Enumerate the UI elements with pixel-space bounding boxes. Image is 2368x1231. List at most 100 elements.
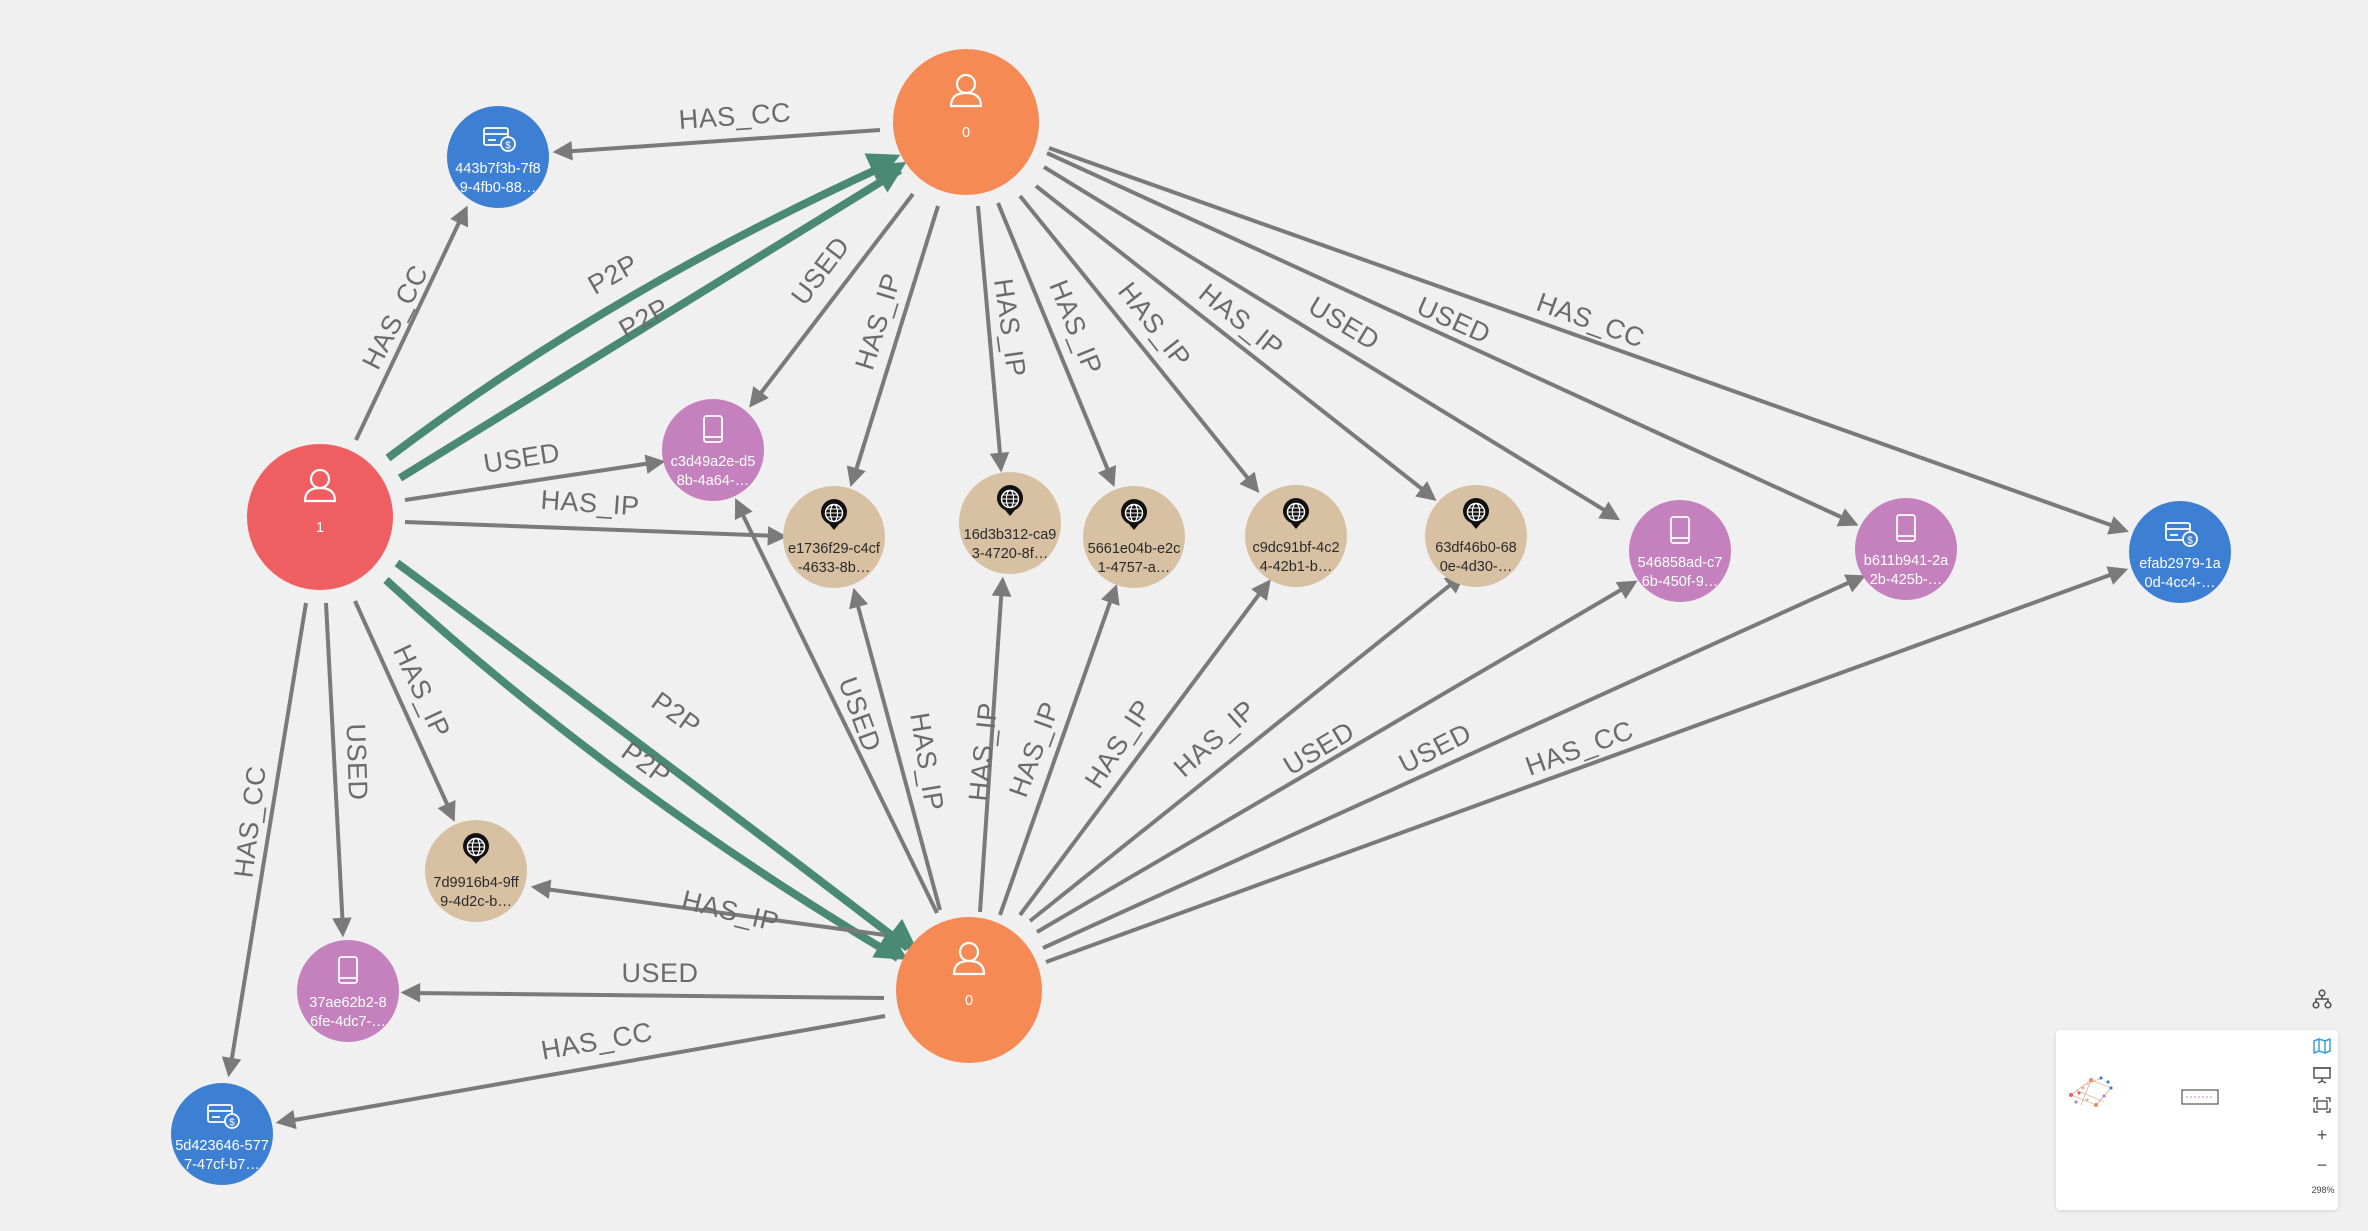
edge-line (397, 161, 907, 482)
node-ip[interactable]: 5661e04b-e2c1-4757-a… (1083, 486, 1185, 588)
edge-line (394, 559, 918, 952)
edge-line (849, 587, 942, 911)
edge-has-ip[interactable]: HAS_IP (846, 205, 940, 487)
node-person[interactable]: 0 (893, 49, 1039, 195)
node-label: 7d9916b4-9ff (433, 875, 519, 891)
edge-line (275, 1014, 886, 1130)
node-credit-card[interactable]: $ 443b7f3b-7f89-4fb0-88… (447, 106, 549, 208)
edge-line (1048, 146, 2129, 535)
node-label: 3-4720-8f… (972, 546, 1049, 562)
edge-label: USED (1278, 716, 1359, 781)
edge-line (846, 205, 940, 487)
edge-line (552, 128, 881, 161)
ip-globe-icon (997, 484, 1024, 516)
mobile-device-icon (703, 415, 723, 443)
zoom-out-button[interactable]: − (2316, 1154, 2328, 1175)
edge-line (1042, 165, 1621, 521)
edge-has-ip[interactable]: HAS_IP (404, 485, 788, 546)
mobile-device-icon (1896, 514, 1916, 542)
node-credit-card[interactable]: $ 5d423646-5777-47cf-b7… (171, 1083, 273, 1185)
edge-label: HAS_IP (963, 701, 1003, 803)
node-label: 6b-450f-9… (1642, 574, 1719, 590)
edge-used[interactable]: USED (1042, 574, 1866, 950)
node-circle (1083, 486, 1185, 588)
edge-has-cc[interactable]: HAS_CC (354, 205, 469, 441)
node-device[interactable]: b611b941-2a2b-425b-… (1855, 498, 1957, 600)
node-label: -4633-8b… (798, 560, 871, 576)
node-label: 2b-425b-… (1870, 572, 1943, 588)
edge-line (996, 202, 1117, 488)
edge-has-cc[interactable]: HAS_CC (552, 97, 881, 161)
credit-card-icon: $ (207, 1104, 240, 1129)
node-person[interactable]: 1 (247, 444, 393, 590)
node-circle (959, 472, 1061, 574)
edge-line (1042, 574, 1866, 950)
node-label: 63df46b0-68 (1435, 540, 1516, 556)
node-device[interactable]: 546858ad-c7 6b-450f-9… (1629, 500, 1731, 602)
edge-used[interactable]: USED (324, 602, 374, 938)
edge-label: HAS_IP (988, 277, 1031, 379)
zoom-in-button[interactable]: + (2316, 1124, 2328, 1145)
node-label: 9-4fb0-88… (460, 180, 537, 196)
map-view-button[interactable] (2305, 1029, 2339, 1063)
presentation-mode-button[interactable] (2305, 1058, 2339, 1092)
node-ip[interactable]: 63df46b0-680e-4d30-… (1425, 485, 1527, 587)
edge-label: HAS_CC (678, 97, 792, 135)
edge-line (978, 576, 1012, 913)
edge-has-ip[interactable]: HAS_IP (849, 587, 949, 911)
edge-line (1035, 580, 1638, 934)
edge-has-ip[interactable]: HAS_IP (976, 205, 1032, 473)
edge-used[interactable]: USED (400, 958, 885, 1003)
edge-line (385, 153, 901, 462)
edge-has-cc[interactable]: HAS_CC (1048, 146, 2129, 535)
node-ip[interactable]: e1736f29-c4cf-4633-8b… (783, 486, 885, 588)
node-person[interactable]: 0 (896, 917, 1042, 1063)
node-label: 9-4d2c-b… (440, 894, 512, 910)
edge-has-ip[interactable]: HAS_IP (1028, 573, 1466, 923)
node-label: 5d423646-577 (175, 1138, 269, 1154)
edge-label: USED (481, 437, 562, 479)
fit-to-screen-icon (2313, 1097, 2331, 1113)
ip-globe-icon (821, 499, 848, 530)
node-ip[interactable]: 16d3b312-ca93-4720-8f… (959, 472, 1061, 574)
node-label: 5661e04b-e2c (1088, 541, 1181, 557)
edge-label: HAS_IP (849, 270, 907, 373)
edge-label: USED (785, 231, 855, 311)
node-circle (896, 917, 1042, 1063)
node-device[interactable]: c3d49a2e-d5 8b-4a64-… (662, 399, 764, 501)
edge-label: HAS_CC (1533, 287, 1649, 354)
node-ip[interactable]: c9dc91bf-4c24-42b1-b… (1245, 485, 1347, 587)
minimap[interactable] (2056, 1030, 2338, 1210)
node-device[interactable]: 37ae62b2-86fe-4dc7-… (297, 940, 399, 1042)
edge-label: USED (621, 958, 698, 988)
ip-globe-icon (1463, 498, 1490, 529)
node-circle (447, 106, 549, 208)
edge-label: USED (341, 723, 374, 801)
node-label: 443b7f3b-7f8 (455, 161, 540, 177)
node-credit-card[interactable]: $ efab2979-1a0d-4cc4-… (2129, 501, 2231, 603)
node-label: c3d49a2e-d5 (671, 454, 756, 470)
minimap-viewport[interactable] (2181, 1089, 2219, 1105)
edge-has-ip[interactable]: HAS_IP (963, 576, 1012, 913)
node-label: 546858ad-c7 (1638, 555, 1723, 571)
node-ip[interactable]: 7d9916b4-9ff 9-4d2c-b… (425, 820, 527, 922)
person-icon (303, 468, 337, 503)
ip-globe-icon (1283, 498, 1309, 529)
node-circle (171, 1083, 273, 1185)
fit-to-screen-button[interactable] (2305, 1088, 2339, 1122)
edge-used[interactable]: USED (1042, 165, 1621, 521)
edge-line (1046, 151, 1859, 527)
edge-line (353, 600, 456, 822)
node-circle (1245, 485, 1347, 587)
edge-has-cc[interactable]: HAS_CC (1045, 566, 2129, 964)
edge-has-cc[interactable]: HAS_CC (221, 602, 308, 1078)
node-label: 8b-4a64-… (677, 473, 750, 489)
edge-label: HAS_IP (540, 485, 641, 522)
edge-p2p[interactable]: P2P (397, 161, 907, 482)
node-circle (2129, 501, 2231, 603)
hierarchy-layout-button[interactable] (2305, 982, 2339, 1016)
edge-line (1028, 573, 1466, 923)
node-label: c9dc91bf-4c2 (1252, 540, 1339, 556)
